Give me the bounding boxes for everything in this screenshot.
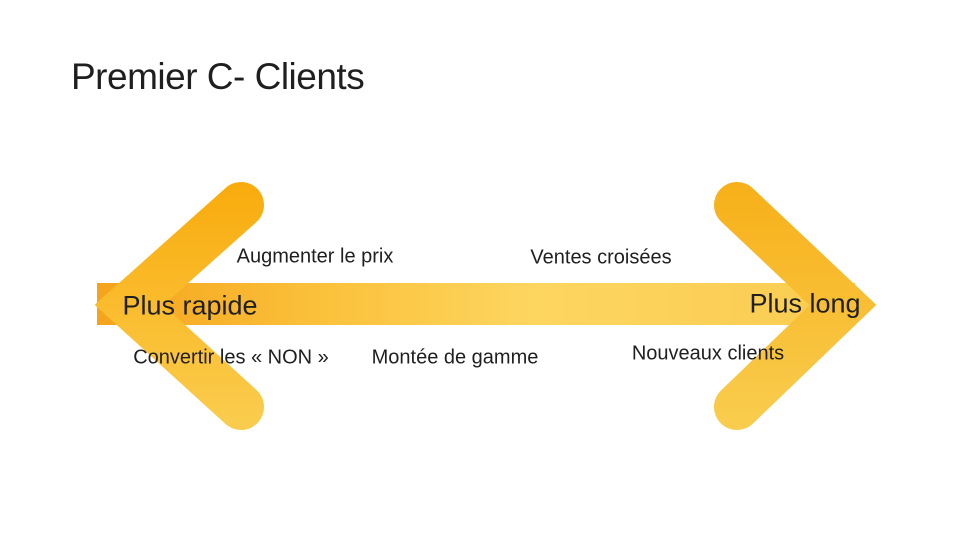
- left-arrowhead: [94, 182, 264, 430]
- arrow-shaft: [97, 283, 855, 325]
- slide-title: Premier C- Clients: [71, 56, 365, 97]
- label-montee-de-gamme: Montée de gamme: [371, 346, 539, 369]
- label-plus-long: Plus long: [749, 288, 861, 319]
- label-nouveaux-clients: Nouveaux clients: [631, 342, 785, 365]
- label-convertir-les-non: Convertir les « NON »: [133, 346, 329, 369]
- label-augmenter-le-prix: Augmenter le prix: [236, 245, 394, 268]
- label-ventes-croisees: Ventes croisées: [530, 246, 672, 269]
- label-plus-rapide: Plus rapide: [122, 290, 258, 321]
- right-arrowhead: [714, 182, 877, 430]
